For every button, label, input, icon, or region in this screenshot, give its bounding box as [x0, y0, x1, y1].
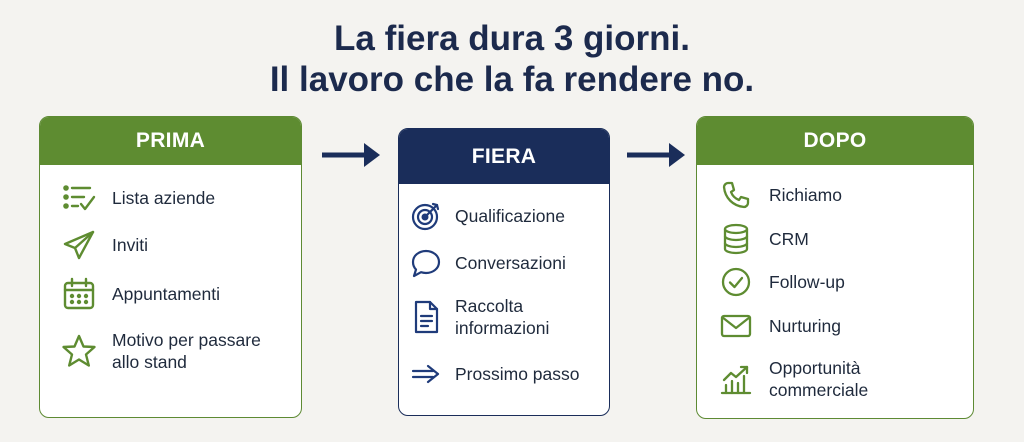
item-label: Richiamo	[769, 185, 842, 205]
list-item: Motivo per passare allo stand	[60, 329, 261, 373]
title-line-2: Il lavoro che la fa rendere no.	[269, 60, 755, 99]
card-prima: PRIMA Lista aziende Inviti	[39, 116, 302, 418]
item-label: Inviti	[112, 235, 148, 255]
item-label: Motivo per passare allo stand	[112, 330, 261, 372]
card-prima-heading: PRIMA	[40, 117, 301, 165]
list-item: Qualificazione	[407, 197, 565, 235]
title-line-1: La fiera dura 3 giorni.	[334, 19, 690, 58]
list-item: Nurturing	[717, 307, 841, 345]
paper-plane-icon	[60, 226, 98, 264]
item-label: Nurturing	[769, 316, 841, 336]
list-item: Follow-up	[717, 263, 845, 301]
card-dopo-heading: DOPO	[697, 117, 973, 165]
check-circle-icon	[717, 263, 755, 301]
document-icon	[407, 298, 445, 336]
item-label: Follow-up	[769, 272, 845, 292]
item-label: CRM	[769, 229, 809, 249]
checklist-icon	[60, 179, 98, 217]
arrow-right-connector	[627, 143, 685, 167]
card-fiera-heading: FIERA	[399, 129, 609, 184]
list-item: Appuntamenti	[60, 275, 220, 313]
item-label: Opportunità commerciale	[769, 358, 869, 400]
item-label: Conversazioni	[455, 253, 566, 273]
list-item: Conversazioni	[407, 244, 566, 282]
list-item: Prossimo passo	[407, 355, 580, 393]
star-icon	[60, 332, 98, 370]
list-item: Opportunità commerciale	[717, 357, 868, 401]
calendar-icon	[60, 275, 98, 313]
item-label: Raccolta informazioni	[455, 296, 550, 338]
item-label: Qualificazione	[455, 206, 565, 226]
speech-bubble-icon	[407, 244, 445, 282]
target-icon	[407, 197, 445, 235]
list-item: Richiamo	[717, 176, 842, 214]
list-item: Raccolta informazioni	[407, 295, 549, 339]
item-label: Lista aziende	[112, 188, 216, 208]
item-label: Appuntamenti	[112, 284, 220, 304]
arrow-right-icon	[407, 355, 445, 393]
list-item: Inviti	[60, 226, 148, 264]
database-icon	[717, 220, 755, 258]
item-label: Prossimo passo	[455, 364, 580, 384]
arrow-right-connector	[322, 143, 380, 167]
list-item: CRM	[717, 220, 809, 258]
card-dopo: DOPO Richiamo CRM Follow-up	[696, 116, 974, 419]
card-fiera: FIERA Qualificazione Conversazioni Racco…	[398, 128, 610, 416]
list-item: Lista aziende	[60, 179, 215, 217]
page-title: La fiera dura 3 giorni. Il lavoro che la…	[0, 18, 1024, 100]
envelope-icon	[717, 307, 755, 345]
phone-icon	[717, 176, 755, 214]
growth-chart-icon	[717, 360, 755, 398]
